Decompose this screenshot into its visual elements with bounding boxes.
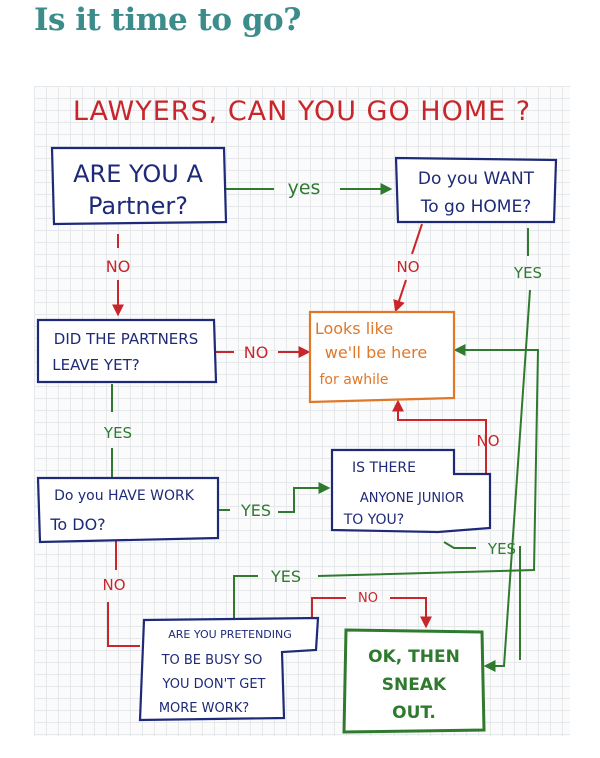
node-partner-line1: ARE YOU A <box>73 160 203 188</box>
node-be-here: Looks like we'll be here for awhile <box>308 310 456 404</box>
edge-want-no-top <box>411 223 423 255</box>
node-be-here-line3: for awhile <box>320 372 389 388</box>
edge-pretending-yes-b <box>317 344 540 577</box>
node-partners-left-line2: LEAVE YET? <box>52 356 139 374</box>
label-junior-no: NO <box>476 432 499 450</box>
node-pretending: ARE YOU PRETENDING TO BE BUSY SO YOU DON… <box>138 616 320 722</box>
edge-want-yes-bottom <box>483 289 531 672</box>
node-be-here-line1: Looks like <box>315 319 393 338</box>
diagram-title: LAWYERS, CAN YOU GO HOME ? <box>73 96 531 127</box>
edge-junior-no <box>392 399 487 474</box>
label-want-no: NO <box>396 258 419 276</box>
label-have-work-yes: YES <box>240 501 271 520</box>
node-junior: IS THERE ANYONE JUNIOR TO YOU? <box>330 448 492 534</box>
label-pretending-yes: YES <box>270 567 301 586</box>
edge-pretending-no-a <box>311 597 346 618</box>
edge-junior-yes <box>443 541 476 549</box>
node-sneak-out-line1: OK, THEN <box>368 647 460 667</box>
flowchart: LAWYERS, CAN YOU GO HOME ? yes NO NO YES… <box>36 96 558 734</box>
node-sneak-out: OK, THEN SNEAK OUT. <box>342 628 486 734</box>
node-sneak-out-line3: OUT. <box>392 703 436 723</box>
node-have-work-line1: Do you HAVE WORK <box>54 488 195 504</box>
node-sneak-out-line2: SNEAK <box>382 675 447 695</box>
label-partner-no: NO <box>106 257 131 276</box>
node-pretending-line2: TO BE BUSY SO <box>161 653 263 668</box>
node-have-work-line2: To DO? <box>49 515 105 534</box>
node-junior-line2: ANYONE JUNIOR <box>360 491 464 506</box>
node-junior-line1: IS THERE <box>352 460 416 476</box>
edge-want-no-bottom <box>393 279 407 313</box>
node-want-home-line2: To go HOME? <box>420 197 532 217</box>
label-want-yes: YES <box>513 264 542 282</box>
edge-pretending-yes-a <box>233 575 258 618</box>
node-partner-line2: Partner? <box>88 192 188 220</box>
node-partner: ARE YOU A Partner? <box>50 146 228 226</box>
edge-have-work-no-bottom <box>107 602 140 647</box>
label-partners-left-no: NO <box>244 343 269 362</box>
page-title: Is it time to go? <box>34 2 301 38</box>
node-be-here-line2: we'll be here <box>325 343 427 362</box>
node-pretending-line4: MORE WORK? <box>159 701 249 716</box>
node-partners-left: DID THE PARTNERS LEAVE YET? <box>36 318 218 384</box>
node-want-home-line1: Do you WANT <box>418 169 535 189</box>
node-have-work: Do you HAVE WORK To DO? <box>36 476 220 544</box>
label-partner-yes: yes <box>288 177 321 199</box>
node-pretending-line3: YOU DON'T GET <box>162 677 266 692</box>
label-partners-left-yes: YES <box>103 424 132 442</box>
flowchart-image: LAWYERS, CAN YOU GO HOME ? yes NO NO YES… <box>34 86 570 736</box>
node-partners-left-line1: DID THE PARTNERS <box>54 330 198 348</box>
node-want-home: Do you WANT To go HOME? <box>394 156 558 224</box>
label-pretending-no: NO <box>358 591 378 606</box>
label-have-work-no: NO <box>102 576 125 594</box>
label-junior-yes: YES <box>487 540 516 558</box>
node-pretending-line1: ARE YOU PRETENDING <box>168 628 292 641</box>
edge-have-work-yes-b <box>278 482 331 513</box>
edge-pretending-no-b <box>390 597 432 629</box>
node-junior-line3: TO YOU? <box>343 512 405 528</box>
